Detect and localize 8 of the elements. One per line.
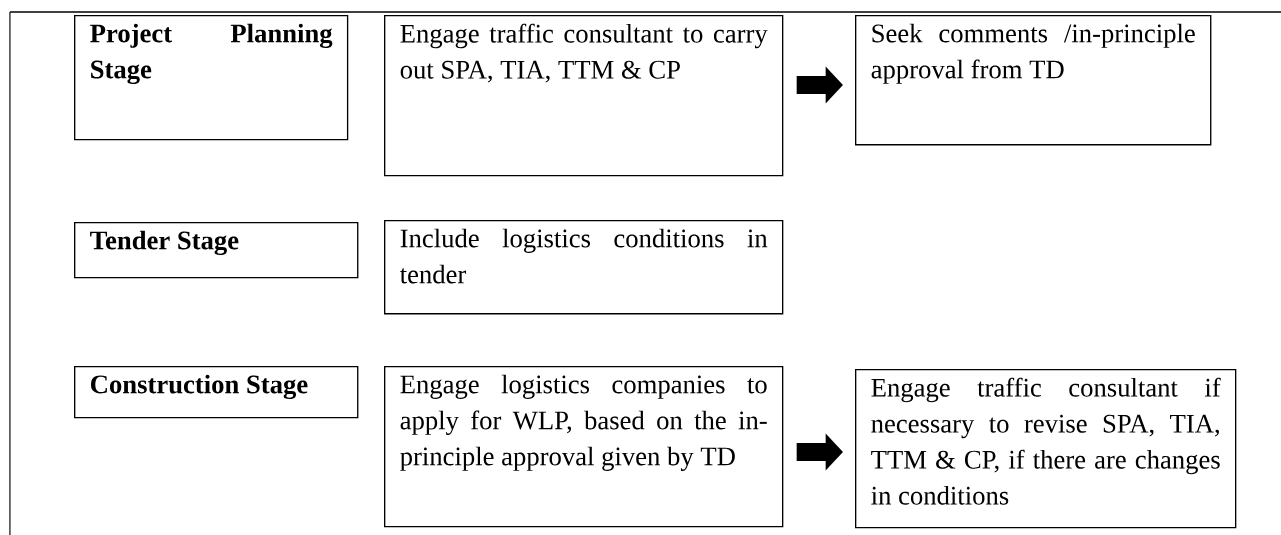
process-box: Engage traffic consultant if necessary to revise SPA, TIA, TTM & CP, if there are changes in conditions	[855, 369, 1237, 529]
stage-box: Tender Stage	[74, 222, 359, 279]
process-box: Engage traffic consultant to carry out SPA, TIA, TTM & CP	[384, 15, 784, 177]
stage-box: Project Planning Stage	[74, 15, 349, 141]
process-box: Engage logistics companies to apply for WLP, based on the in-principle approval given by TD	[384, 366, 784, 528]
process-box: Seek comments /in-principle approval from TD	[855, 15, 1212, 146]
stage-box: Construction Stage	[74, 366, 359, 419]
process-box: Include logistics conditions in tender	[384, 220, 784, 315]
